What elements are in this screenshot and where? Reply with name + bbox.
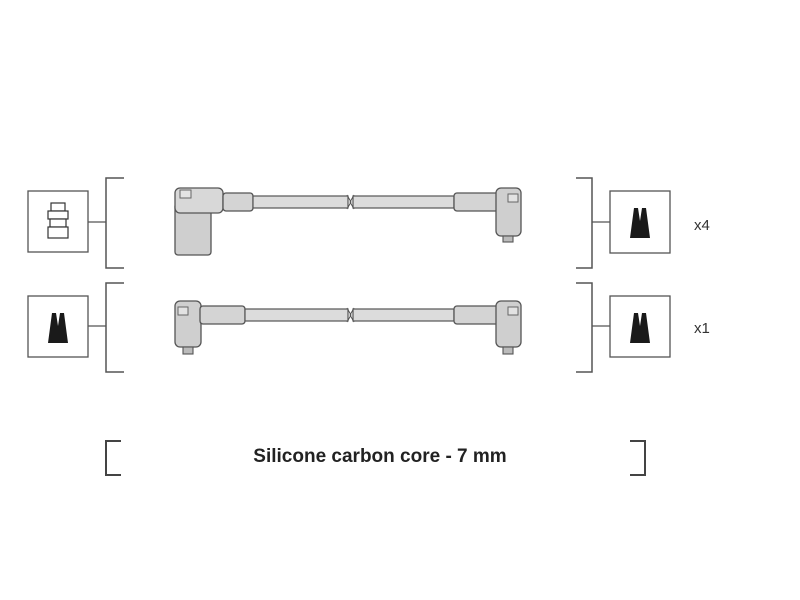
angled-boot-icon: [609, 295, 671, 358]
ignition-lead-bottom: [174, 300, 522, 355]
straight-boot-icon: [27, 190, 89, 253]
ignition-lead-top: [174, 187, 522, 256]
angled-boot-icon: [27, 295, 89, 358]
lead-set-top: [27, 177, 671, 269]
spec-brackets: [105, 440, 646, 476]
angled-boot-icon: [609, 190, 671, 254]
quantity-label-top: x4: [694, 217, 710, 234]
quantity-label-bottom: x1: [694, 320, 710, 337]
lead-set-bottom: [27, 282, 671, 373]
spec-text: Silicone carbon core - 7 mm: [253, 446, 507, 467]
